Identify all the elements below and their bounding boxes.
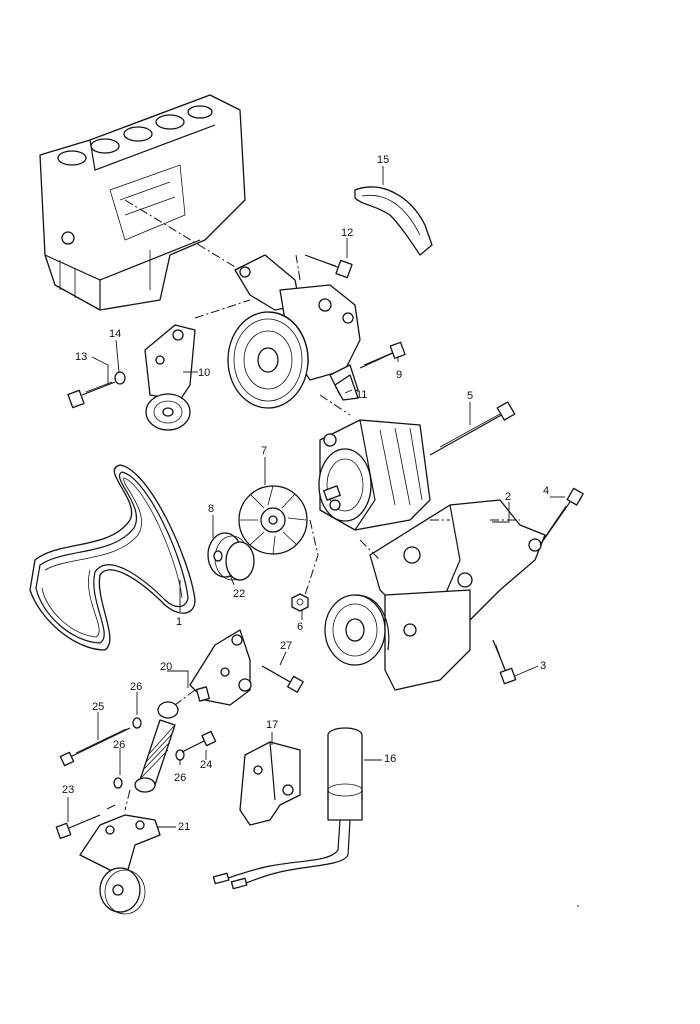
part-8-pulley — [207, 532, 255, 581]
part-10-tensioner — [144, 324, 196, 431]
part-23-bolt — [55, 814, 101, 839]
callout-17: 17 — [266, 719, 278, 731]
callout-5: 5 — [467, 390, 473, 402]
callout-25: 25 — [92, 701, 104, 713]
spring-damper — [134, 701, 179, 793]
part-26-washer-a — [132, 717, 142, 729]
part-26-washer-b — [113, 777, 123, 789]
part-27-bolt — [261, 665, 304, 693]
callout-11: 11 — [356, 389, 367, 401]
part-25-long-bolt — [59, 727, 131, 767]
lower-pulley-bracket — [324, 589, 471, 691]
part-9-bolt — [359, 341, 406, 369]
callout-6: 6 — [297, 621, 303, 633]
callout-14: 14 — [109, 328, 121, 340]
part-12-bolt — [304, 254, 353, 279]
callout-23: 23 — [62, 784, 74, 796]
part-24-bolt — [181, 730, 217, 753]
part-11-clip — [334, 374, 359, 401]
callout-27: 27 — [280, 640, 292, 652]
part-4-bolt — [539, 487, 584, 546]
callout-4: 4 — [543, 485, 549, 497]
part-13-bolt — [67, 381, 116, 409]
part-5-long-bolt — [429, 401, 516, 456]
callout-24: 24 — [200, 759, 212, 771]
callout-20: 20 — [160, 661, 172, 673]
part-14-washer — [114, 371, 126, 385]
callout-7: 7 — [261, 445, 267, 457]
leader-lines — [67, 166, 565, 828]
callout-8: 8 — [208, 503, 214, 515]
part-17-bracket-plate — [239, 741, 301, 826]
callout-3: 3 — [540, 660, 546, 672]
callout-9: 9 — [396, 369, 402, 381]
callout-15: 15 — [377, 154, 389, 166]
callout-13: 13 — [75, 351, 87, 363]
part-7-fan — [238, 485, 308, 555]
part-20-tensioner-bracket — [189, 629, 252, 706]
part-1-v-belt — [29, 464, 196, 651]
part-21-idler-arm — [79, 814, 161, 915]
callout-21: 21 — [178, 821, 190, 833]
callout-22: 22 — [233, 588, 245, 600]
callout-26-b: 26 — [113, 739, 125, 751]
part-15-belt-guard — [354, 186, 433, 256]
callout-1: 1 — [176, 616, 182, 628]
callout-12: 12 — [341, 227, 353, 239]
stray-dot — [577, 905, 579, 907]
callout-2: 2 — [505, 491, 511, 503]
alternator — [318, 419, 431, 531]
callout-16: 16 — [384, 753, 396, 765]
callouts: 15 12 14 13 10 9 11 5 7 8 22 2 4 1 6 3 2… — [62, 154, 549, 833]
part-3-bolt — [492, 639, 517, 685]
callout-26-a: 26 — [130, 681, 142, 693]
callout-10: 10 — [198, 367, 210, 379]
assembly-lines — [104, 199, 520, 811]
engine-block — [39, 94, 246, 311]
callout-26-c: 26 — [174, 772, 186, 784]
part-16-sensor — [212, 727, 363, 890]
part-6-nut — [291, 593, 309, 612]
